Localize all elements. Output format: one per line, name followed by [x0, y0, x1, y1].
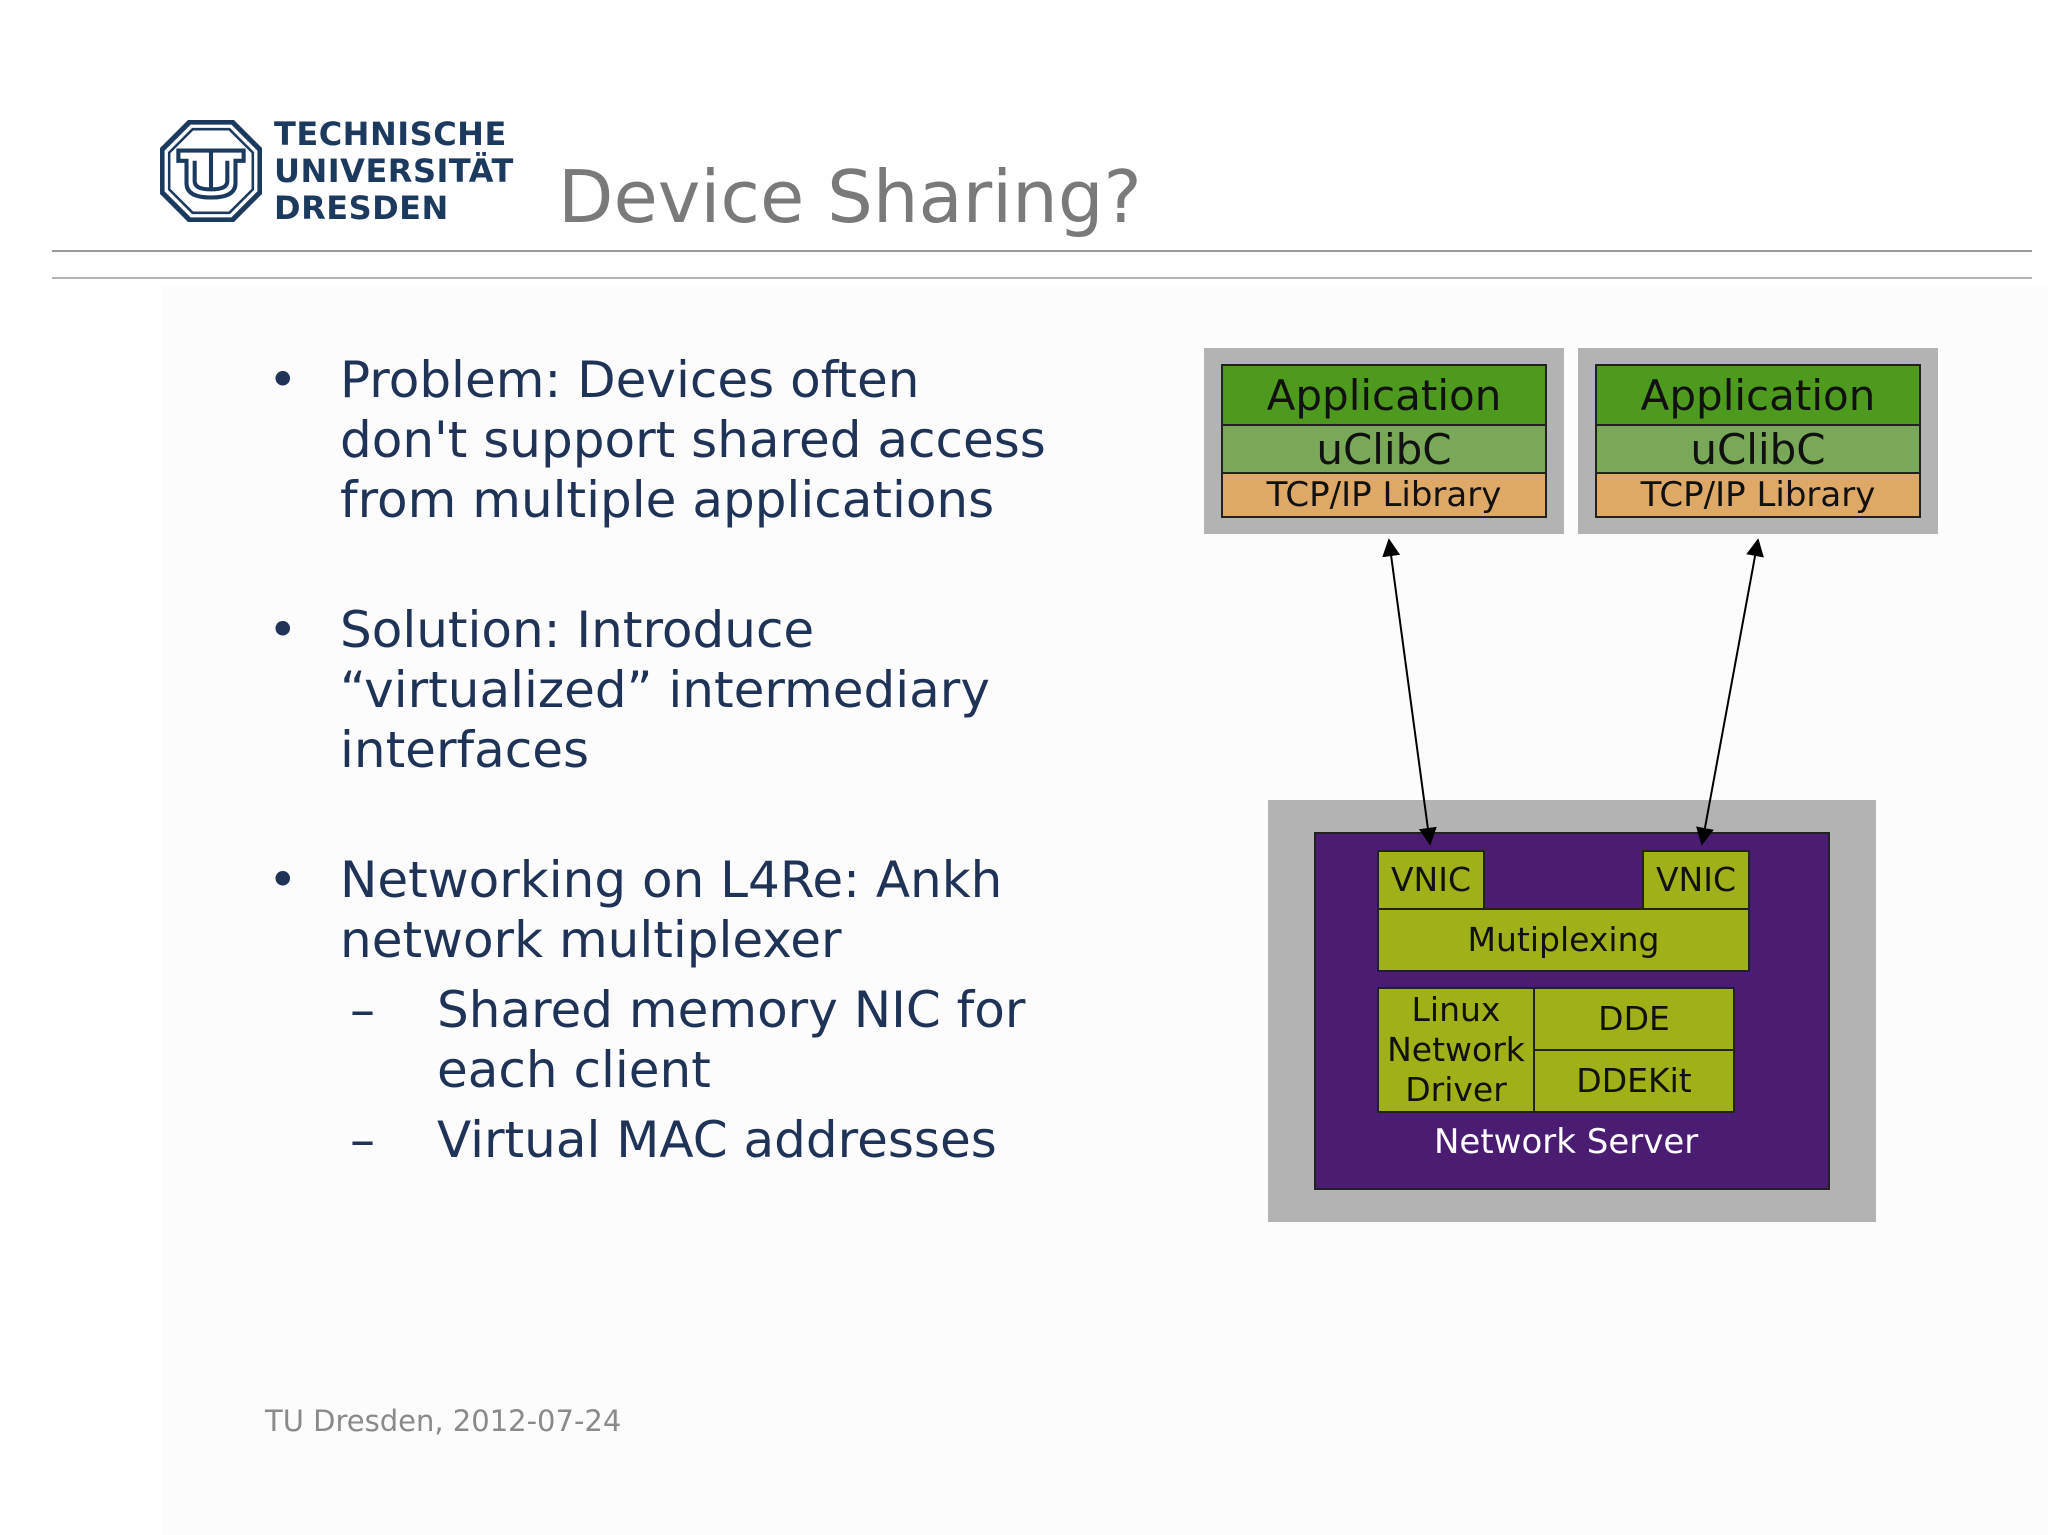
- application-box-right: Application: [1595, 364, 1921, 426]
- arrow-left-client-to-vnic: [1382, 538, 1437, 846]
- subbullet-line: Shared memory NIC for: [437, 981, 1026, 1039]
- vnic-left: VNIC: [1377, 850, 1485, 910]
- tcp-library-box-left: TCP/IP Library: [1221, 472, 1547, 518]
- bullet-marker: •: [268, 601, 298, 659]
- header-divider-bottom: [52, 277, 2032, 279]
- tu-dresden-logo-icon: [160, 120, 262, 222]
- logo-line-3: DRESDEN: [274, 189, 449, 227]
- uclibc-box-left: uClibC: [1221, 424, 1547, 474]
- logo-wordmark: TECHNISCHE UNIVERSITÄT DRESDEN: [274, 116, 514, 227]
- driver-line: Linux: [1411, 990, 1501, 1029]
- bullet-line: Problem: Devices often: [340, 351, 920, 409]
- ddekit-box: DDEKit: [1533, 1049, 1735, 1113]
- logo-line-1: TECHNISCHE: [274, 115, 507, 153]
- bullet-list: • Problem: Devices often don't support s…: [262, 350, 1112, 1170]
- application-box-left: Application: [1221, 364, 1547, 426]
- subbullet-marker: –: [350, 1111, 375, 1169]
- network-server-label: Network Server: [1434, 1122, 1699, 1162]
- multiplexing-box: Mutiplexing: [1377, 908, 1750, 972]
- linux-network-driver-box: Linux Network Driver: [1377, 987, 1535, 1113]
- bullet-problem: • Problem: Devices often don't support s…: [262, 350, 1112, 530]
- bullet-marker: •: [268, 351, 298, 409]
- subbullet-shared-memory: – Shared memory NIC for each client: [350, 980, 1112, 1100]
- bullet-line: from multiple applications: [340, 471, 995, 529]
- subbullet-marker: –: [350, 981, 375, 1039]
- bullet-line: Networking on L4Re: Ankh: [340, 851, 1003, 909]
- bullet-line: network multiplexer: [340, 911, 842, 969]
- driver-line: Network: [1387, 1030, 1525, 1069]
- bullet-line: don't support shared access: [340, 411, 1046, 469]
- driver-line: Driver: [1405, 1070, 1507, 1109]
- tcp-library-box-right: TCP/IP Library: [1595, 472, 1921, 518]
- header-divider-top: [52, 250, 2032, 252]
- subbullet-line: Virtual MAC addresses: [437, 1111, 997, 1169]
- bullet-networking: • Networking on L4Re: Ankh network multi…: [262, 850, 1112, 1170]
- bullet-marker: •: [268, 851, 298, 909]
- bullet-solution: • Solution: Introduce “virtualized” inte…: [262, 600, 1112, 780]
- logo-line-2: UNIVERSITÄT: [274, 152, 514, 190]
- footer-date: TU Dresden, 2012-07-24: [265, 1404, 622, 1438]
- vnic-right: VNIC: [1642, 850, 1750, 910]
- bullet-line: interfaces: [340, 721, 590, 779]
- subbullet-virtual-mac: – Virtual MAC addresses: [350, 1110, 1112, 1170]
- arrow-right-client-to-vnic: [1696, 538, 1764, 846]
- subbullet-line: each client: [437, 1041, 711, 1099]
- slide-title: Device Sharing?: [558, 155, 1142, 239]
- bullet-line: Solution: Introduce: [340, 601, 815, 659]
- bullet-line: “virtualized” intermediary: [340, 661, 990, 719]
